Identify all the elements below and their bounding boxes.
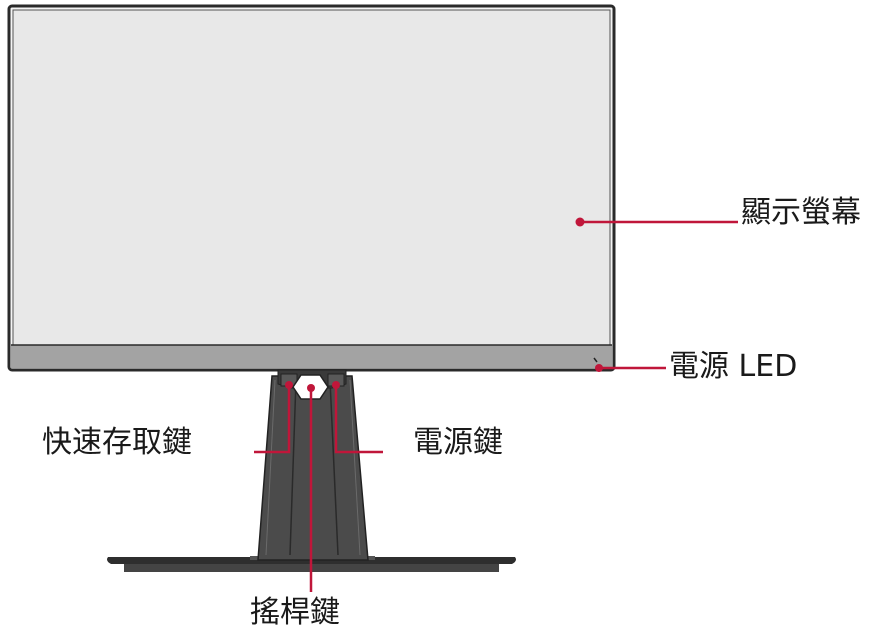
power-led-indicator — [593, 357, 598, 363]
label-joystick-key: 搖桿鍵 — [250, 595, 340, 630]
callout-line-quick-access — [254, 385, 291, 454]
monitor — [7, 4, 616, 372]
bottom-bezel — [11, 345, 612, 368]
callouts — [254, 217, 738, 592]
control-buttons — [277, 369, 347, 400]
callout-dot-screen — [575, 217, 585, 227]
label-power-key: 電源鍵 — [413, 425, 503, 460]
label-display-screen: 顯示螢幕 — [741, 195, 861, 230]
label-power-led: 電源 LED — [669, 349, 798, 384]
callout-line-power-key — [334, 385, 383, 454]
display-screen — [12, 9, 611, 346]
stand-neck — [257, 375, 369, 561]
label-quick-access-key: 快速存取鍵 — [42, 425, 192, 460]
callout-dot-led — [595, 364, 603, 372]
